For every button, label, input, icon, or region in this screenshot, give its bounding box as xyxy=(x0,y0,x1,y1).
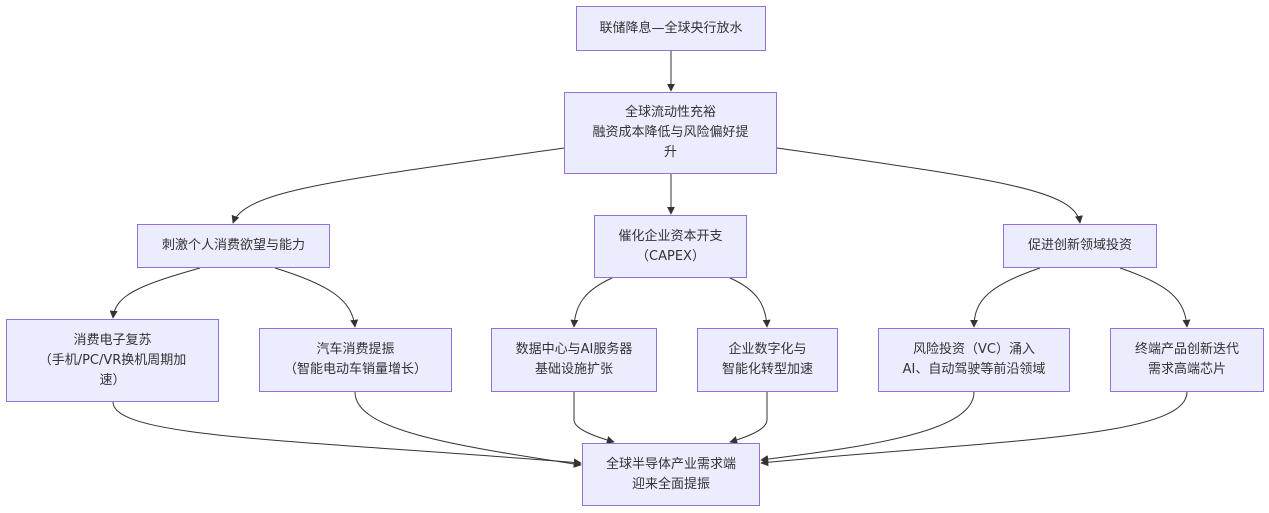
node-auto-consumption: 汽车消费提振 （智能电动车销量增长） xyxy=(259,328,452,392)
edge-enterprise-digital-to-semiconductor-demand xyxy=(729,392,768,444)
node-innovation-investment: 促进创新领域投资 xyxy=(1003,224,1157,268)
node-fed-rate-cut: 联储降息—全球央行放水 xyxy=(576,6,766,51)
node-label-line: 消费电子复苏 xyxy=(73,332,152,348)
edge-enterprise-capex-to-enterprise-digital xyxy=(729,277,771,328)
node-semiconductor-demand: 全球半导体产业需求端迎来全面提振 xyxy=(582,443,760,506)
node-label-line: 促进创新领域投资 xyxy=(1027,238,1132,253)
node-label-line: 升 xyxy=(663,145,677,160)
node-datacenter-ai: 数据中心与AI服务器基础设施扩张 xyxy=(491,328,657,392)
node-label-line: 全球半导体产业需求端 xyxy=(605,456,736,472)
edge-enterprise-capex-to-datacenter-ai xyxy=(570,277,613,328)
node-consumer-stimulus: 刺激个人消费欲望与能力 xyxy=(137,224,330,268)
node-label-line: 企业数字化与 xyxy=(728,342,807,357)
edge-global-liquidity-to-consumer-stimulus xyxy=(231,147,565,224)
node-global-liquidity: 全球流动性充裕融资成本降低与风险偏好提升 xyxy=(564,92,777,174)
node-terminal-innovation: 终端产品创新迭代需求高端芯片 xyxy=(1110,328,1264,392)
node-label-line: 基础设施扩张 xyxy=(534,362,613,377)
edge-terminal-innovation-to-semiconductor-demand xyxy=(760,391,1188,467)
node-label-line: （CAPEX） xyxy=(636,248,705,264)
node-enterprise-capex: 催化企业资本开支 （CAPEX） xyxy=(594,215,747,278)
edge-consumer-electronics-to-semiconductor-demand xyxy=(112,401,582,467)
node-label-line: 刺激个人消费欲望与能力 xyxy=(161,238,305,253)
node-label-line: 智能化转型加速 xyxy=(721,362,813,377)
edge-global-liquidity-to-innovation-investment xyxy=(776,147,1083,224)
edge-auto-consumption-to-semiconductor-demand xyxy=(354,391,582,468)
node-enterprise-digital: 企业数字化与智能化转型加速 xyxy=(697,328,838,392)
node-label-line: （智能电动车销量增长） xyxy=(283,362,427,377)
node-label-line: 迎来全面提振 xyxy=(631,476,710,492)
node-venture-capital: 风险投资（VC）涌入 AI、自动驾驶等前沿领域 xyxy=(878,328,1070,392)
node-label-line: 联储降息—全球央行放水 xyxy=(599,20,743,36)
node-label-line: 速） xyxy=(99,372,126,388)
node-label-line: 需求高端芯片 xyxy=(1147,362,1226,377)
node-label-line: 风险投资（VC）涌入 xyxy=(913,342,1035,357)
node-label-line: 全球流动性充裕 xyxy=(624,105,716,120)
node-label-line: 终端产品创新迭代 xyxy=(1134,342,1239,357)
edge-innovation-investment-to-venture-capital xyxy=(970,267,1041,328)
edge-consumer-stimulus-to-auto-consumption xyxy=(274,267,359,328)
node-label-line: 催化企业资本开支 xyxy=(618,228,723,244)
edge-consumer-stimulus-to-consumer-electronics xyxy=(109,267,201,319)
node-label-line: AI、自动驾驶等前沿领域 xyxy=(902,362,1046,377)
node-label-line: 汽车消费提振 xyxy=(316,342,395,357)
node-consumer-electronics: 消费电子复苏 （手机/PC/VR换机周期加速） xyxy=(6,319,219,402)
edge-datacenter-ai-to-semiconductor-demand xyxy=(573,392,615,444)
node-label-line: 融资成本降低与风险偏好提 xyxy=(592,125,749,140)
node-label-line: （手机/PC/VR换机周期加 xyxy=(38,352,187,368)
node-label-line: 数据中心与AI服务器 xyxy=(515,342,633,357)
edge-innovation-investment-to-terminal-innovation xyxy=(1119,267,1191,328)
edge-venture-capital-to-semiconductor-demand xyxy=(760,391,975,464)
